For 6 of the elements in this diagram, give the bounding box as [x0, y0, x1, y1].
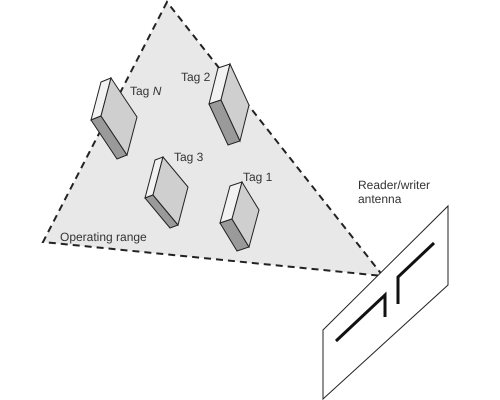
tag-label: Tag 3 [174, 150, 204, 164]
antenna-label: Reader/writer antenna [358, 178, 432, 206]
tag-label: Tag 1 [243, 170, 272, 184]
tag-label: Tag 2 [181, 70, 210, 84]
tag-label: Tag N [130, 84, 162, 98]
range-label: Operating range [60, 230, 147, 244]
